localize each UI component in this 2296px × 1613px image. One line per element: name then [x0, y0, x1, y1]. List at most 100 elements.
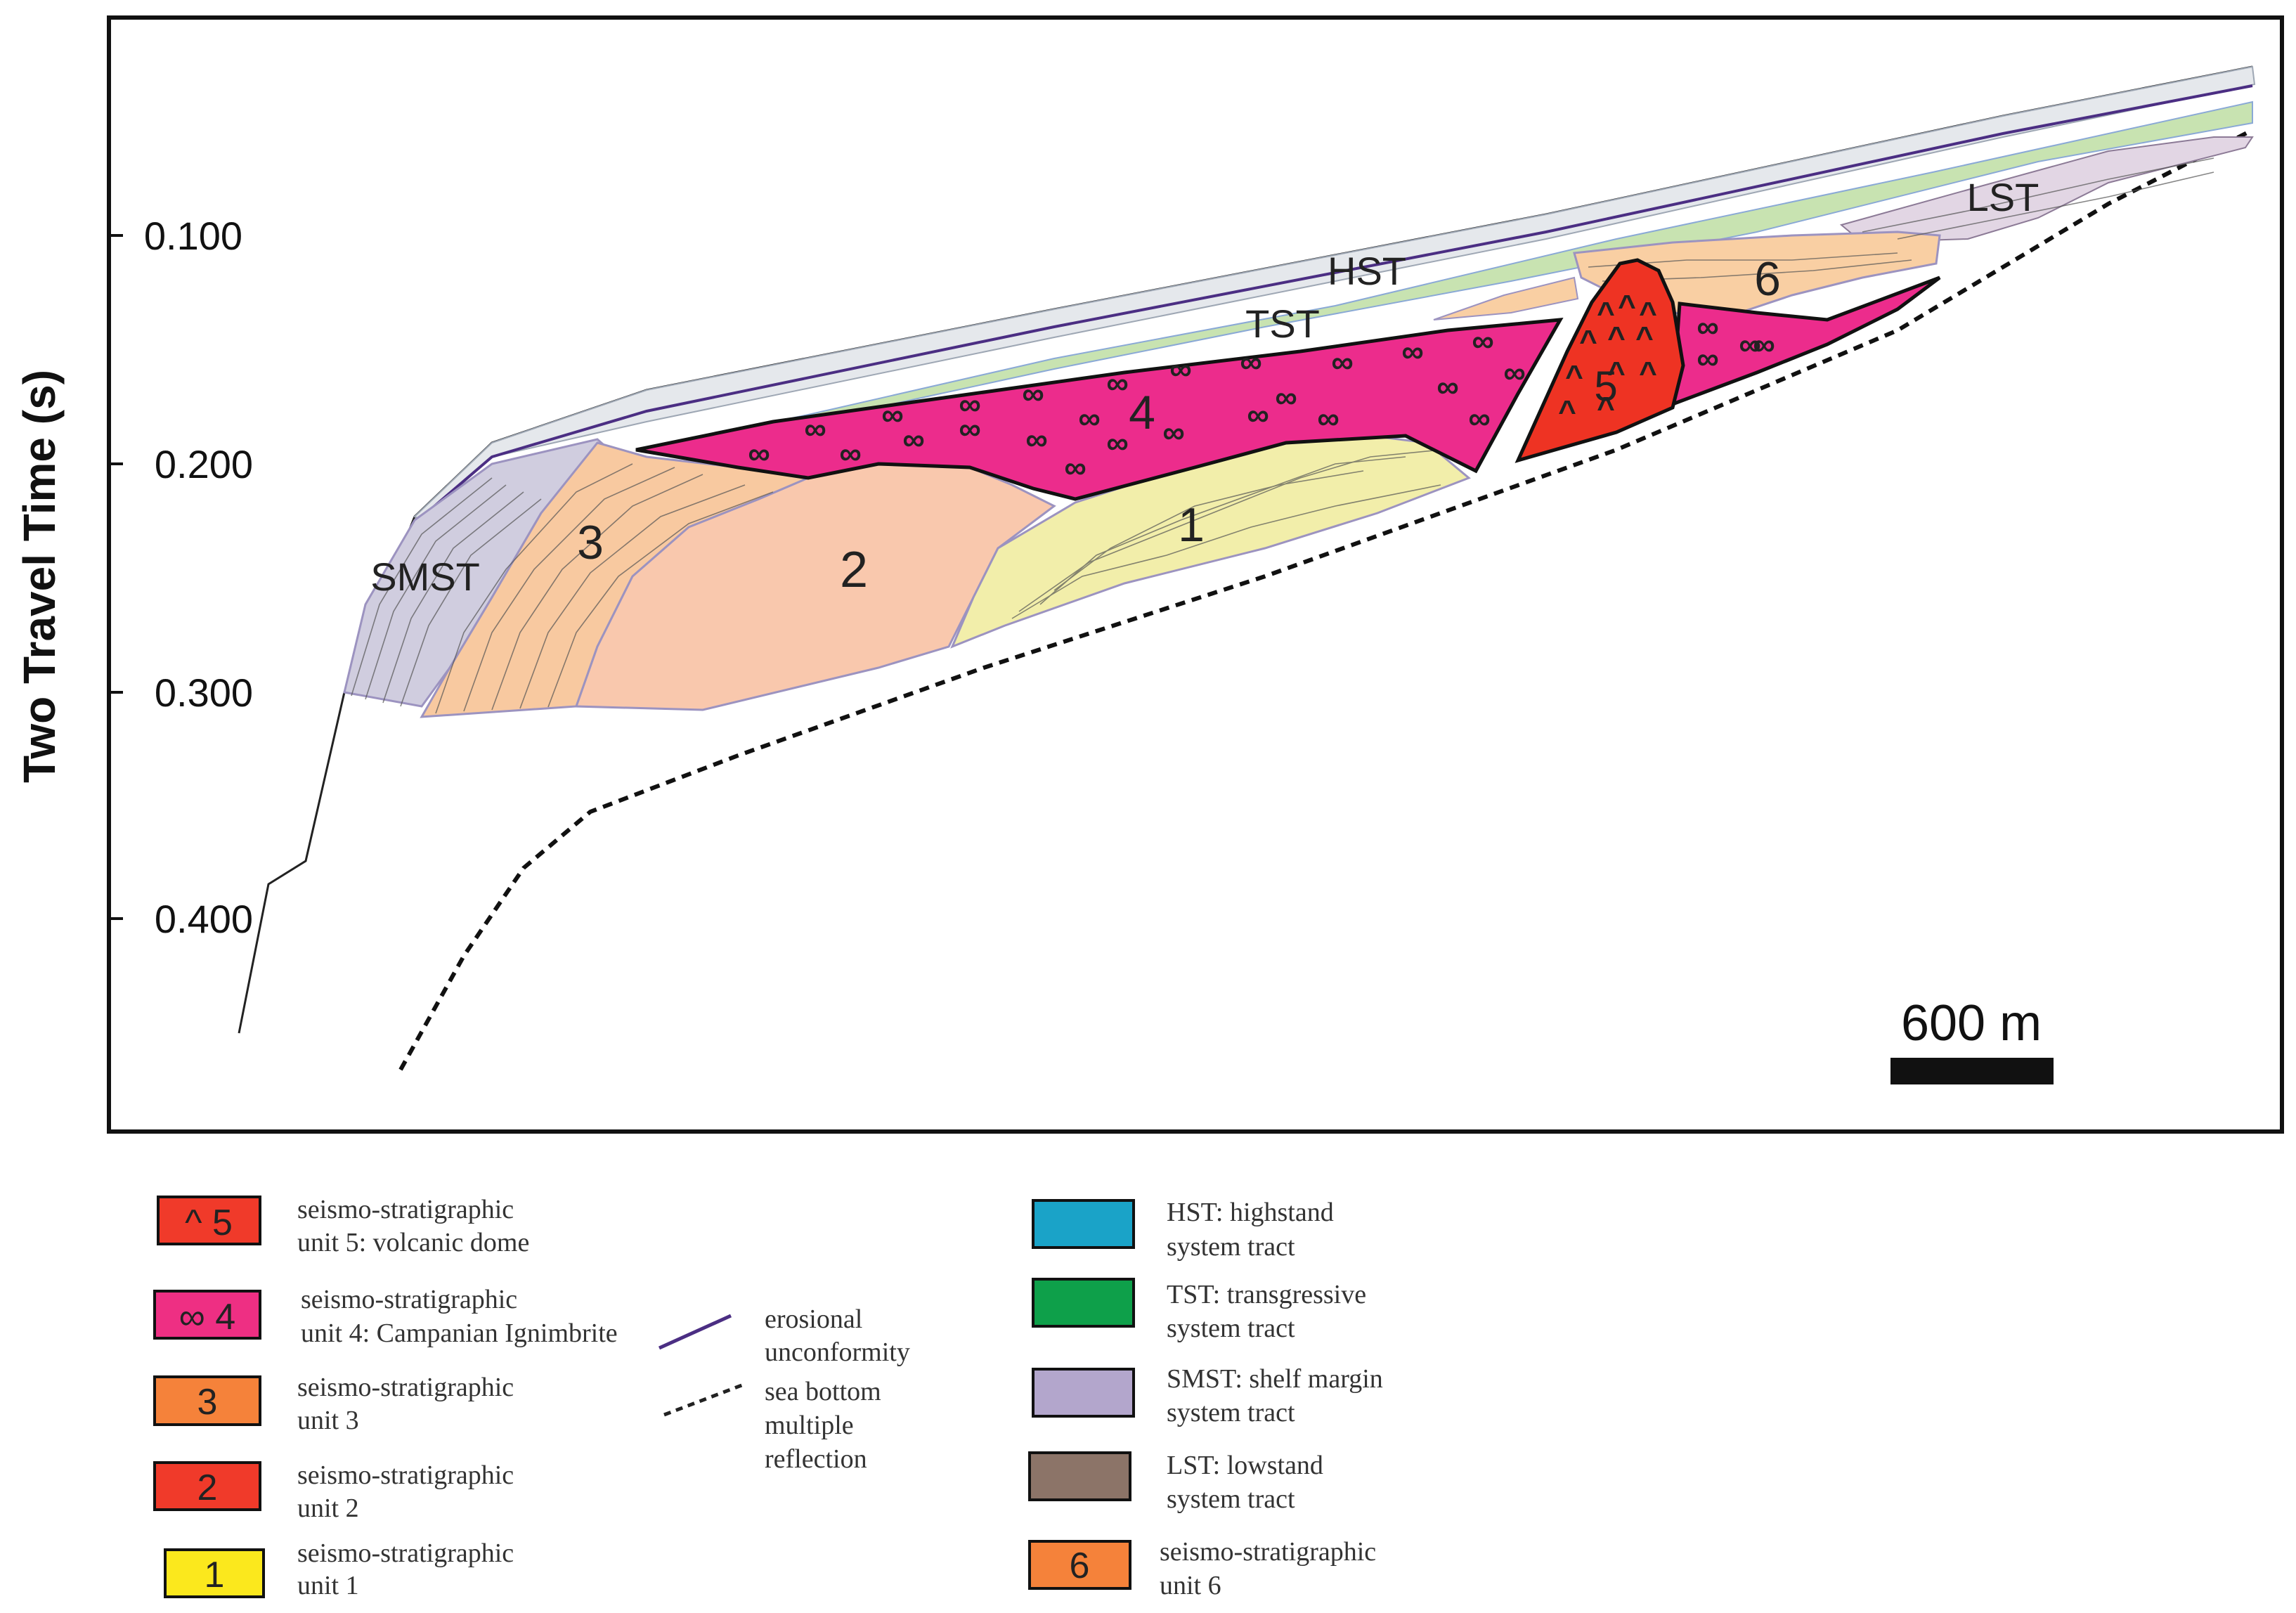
dome-symbol: ^ [1639, 356, 1657, 390]
legend-swatch-unit4 [153, 1290, 261, 1340]
ignimbrite-symbol: ∞ [1697, 342, 1718, 376]
legend-text-unit3-line1: seismo-stratigraphic [297, 1373, 514, 1402]
legend-swatch-unit6 [1028, 1540, 1131, 1590]
ignimbrite-symbol: ∞ [1169, 352, 1191, 387]
scale-bar [1890, 1058, 2054, 1084]
label-hst: HST [1328, 249, 1406, 293]
legend-line-sea-bottom-multiple [663, 1382, 744, 1417]
ignimbrite-symbol: ∞ [1078, 401, 1100, 436]
legend-text-smst-line1: SMST: shelf margin [1167, 1364, 1383, 1394]
ignimbrite-symbols: ∞ ∞ ∞ ∞ ∞ ∞ ∞ ∞ ∞ ∞ ∞ ∞ ∞ ∞ ∞ ∞ ∞ ∞ ∞ ∞ … [748, 310, 1775, 485]
ignimbrite-symbol: ∞ [1162, 415, 1184, 450]
dome-symbol: ^ [1597, 391, 1615, 425]
legend-swatch-label-unit4: ∞ 4 [179, 1297, 235, 1337]
legend-text-unit4-line2: unit 4: Campanian Ignimbrite [301, 1319, 618, 1348]
ignimbrite-symbol: ∞ [902, 422, 924, 457]
dome-symbol: ^ [1635, 320, 1654, 355]
ignimbrite-symbol: ∞ [1436, 370, 1458, 404]
ignimbrite-symbol: ∞ [1739, 328, 1760, 362]
legend-text-unit2-line2: unit 2 [297, 1494, 359, 1523]
ignimbrite-symbol: ∞ [1240, 345, 1261, 380]
legend-text-smst-line2: system tract [1167, 1398, 1295, 1427]
ignimbrite-symbol: ∞ [1468, 401, 1490, 436]
y-axis-ticks [109, 234, 123, 920]
dome-symbol: ^ [1558, 394, 1576, 429]
legend-text-multiple-line2: multiple [765, 1411, 854, 1440]
legend-swatch-unit3 [153, 1375, 261, 1426]
label-unit3: 3 [577, 516, 604, 569]
ignimbrite-symbol: ∞ [1064, 451, 1086, 485]
label-unit6: 6 [1754, 252, 1781, 306]
label-lst: LST [1967, 175, 2039, 219]
ignimbrite-symbol: ∞ [1025, 422, 1047, 457]
y-tick-label-0100: 0.100 [144, 214, 242, 258]
legend-text-unconformity-line2: unconformity [765, 1337, 910, 1367]
unit5-dome [1515, 258, 1685, 463]
legend-swatch-unit1 [164, 1548, 265, 1598]
ignimbrite-symbol: ∞ [959, 387, 980, 422]
label-unit5: 5 [1594, 363, 1617, 410]
legend-swatch-tst [1032, 1278, 1135, 1328]
legend-text-tst-line1: TST: transgressive [1167, 1280, 1366, 1309]
legend-text-unit3-line2: unit 3 [297, 1406, 359, 1435]
legend-text-unit6-line1: seismo-stratigraphic [1160, 1537, 1376, 1567]
ignimbrite-symbol: ∞ [1401, 335, 1423, 369]
ignimbrite-symbol: ∞ [748, 436, 770, 471]
legend-lines: erosional unconformity sea bottom multip… [658, 1304, 910, 1474]
y-tick-label-0300: 0.300 [155, 671, 253, 715]
dome-symbols: ^ ^ ^ ^ ^ ^ ^ ^ ^ ^ ^ [1558, 289, 1657, 429]
legend-text-unit1-line2: unit 1 [297, 1571, 359, 1600]
label-smst: SMST [370, 555, 480, 599]
ignimbrite-symbol: ∞ [1317, 401, 1339, 436]
legend-text-hst-line2: system tract [1167, 1232, 1295, 1262]
dome-symbol: ^ [1618, 289, 1636, 323]
legend-text-unit1-line1: seismo-stratigraphic [297, 1538, 514, 1568]
legend-swatch-lst [1028, 1451, 1131, 1501]
ignimbrite-symbol: ∞ [1697, 310, 1718, 344]
ignimbrite-symbol: ∞ [839, 436, 861, 471]
ignimbrite-symbol: ∞ [1275, 380, 1297, 415]
ignimbrite-symbol: ∞ [1247, 398, 1269, 432]
legend-text-unit2-line1: seismo-stratigraphic [297, 1460, 514, 1490]
legend-swatch-hst [1032, 1199, 1135, 1249]
label-unit4: 4 [1129, 386, 1155, 439]
ignimbrite-symbol: ∞ [1106, 366, 1128, 401]
internal-reflectors [351, 157, 2214, 714]
legend-tracts: HST: highstand system tract TST: transgr… [1028, 1198, 1383, 1600]
dome-symbol: ^ [1565, 359, 1583, 394]
label-unit1: 1 [1178, 498, 1205, 552]
legend-text-lst-line2: system tract [1167, 1484, 1295, 1514]
legend-swatch-label-unit6: 6 [1070, 1546, 1090, 1586]
y-axis-label: Two Travel Time (s) [14, 370, 65, 783]
legend-line-erosional-unconformity [658, 1314, 732, 1350]
ignimbrite-symbol: ∞ [1503, 356, 1525, 390]
dome-symbol: ^ [1579, 324, 1597, 358]
dome-symbol: ^ [1597, 296, 1615, 330]
ignimbrite-symbol: ∞ [959, 412, 980, 446]
erosional-unconformity-top [417, 84, 2253, 522]
ignimbrite-symbol: ∞ [1472, 324, 1493, 358]
label-unit2: 2 [840, 542, 868, 598]
upper-gray-band [413, 65, 2256, 522]
label-tst: TST [1245, 302, 1320, 346]
unit4-body [635, 318, 1564, 501]
ignimbrite-symbol: ∞ [1022, 377, 1044, 411]
scale-bar-label: 600 m [1901, 995, 2042, 1051]
ignimbrite-symbol: ∞ [1331, 345, 1353, 380]
legend-text-hst-line1: HST: highstand [1167, 1198, 1334, 1227]
dome-symbol: ^ [1607, 356, 1626, 390]
sea-bottom-multiple [398, 128, 2254, 1071]
legend-swatch-label-unit1: 1 [205, 1555, 225, 1595]
legend-swatch-label-unit3: 3 [197, 1382, 218, 1423]
dome-symbol: ^ [1607, 320, 1626, 355]
legend-text-lst-line1: LST: lowstand [1167, 1451, 1323, 1480]
ignimbrite-symbol: ∞ [1106, 426, 1128, 460]
legend-text-unit5-line1: seismo-stratigraphic [297, 1195, 514, 1224]
legend-text-unit5-line2: unit 5: volcanic dome [297, 1228, 529, 1257]
ignimbrite-symbol: ∞ [1753, 328, 1775, 362]
legend-text-unconformity-line1: erosional [765, 1304, 862, 1334]
legend-text-multiple-line1: sea bottom [765, 1377, 881, 1406]
unit4-east-lobe [1671, 276, 1941, 407]
legend-text-tst-line2: system tract [1167, 1314, 1295, 1343]
